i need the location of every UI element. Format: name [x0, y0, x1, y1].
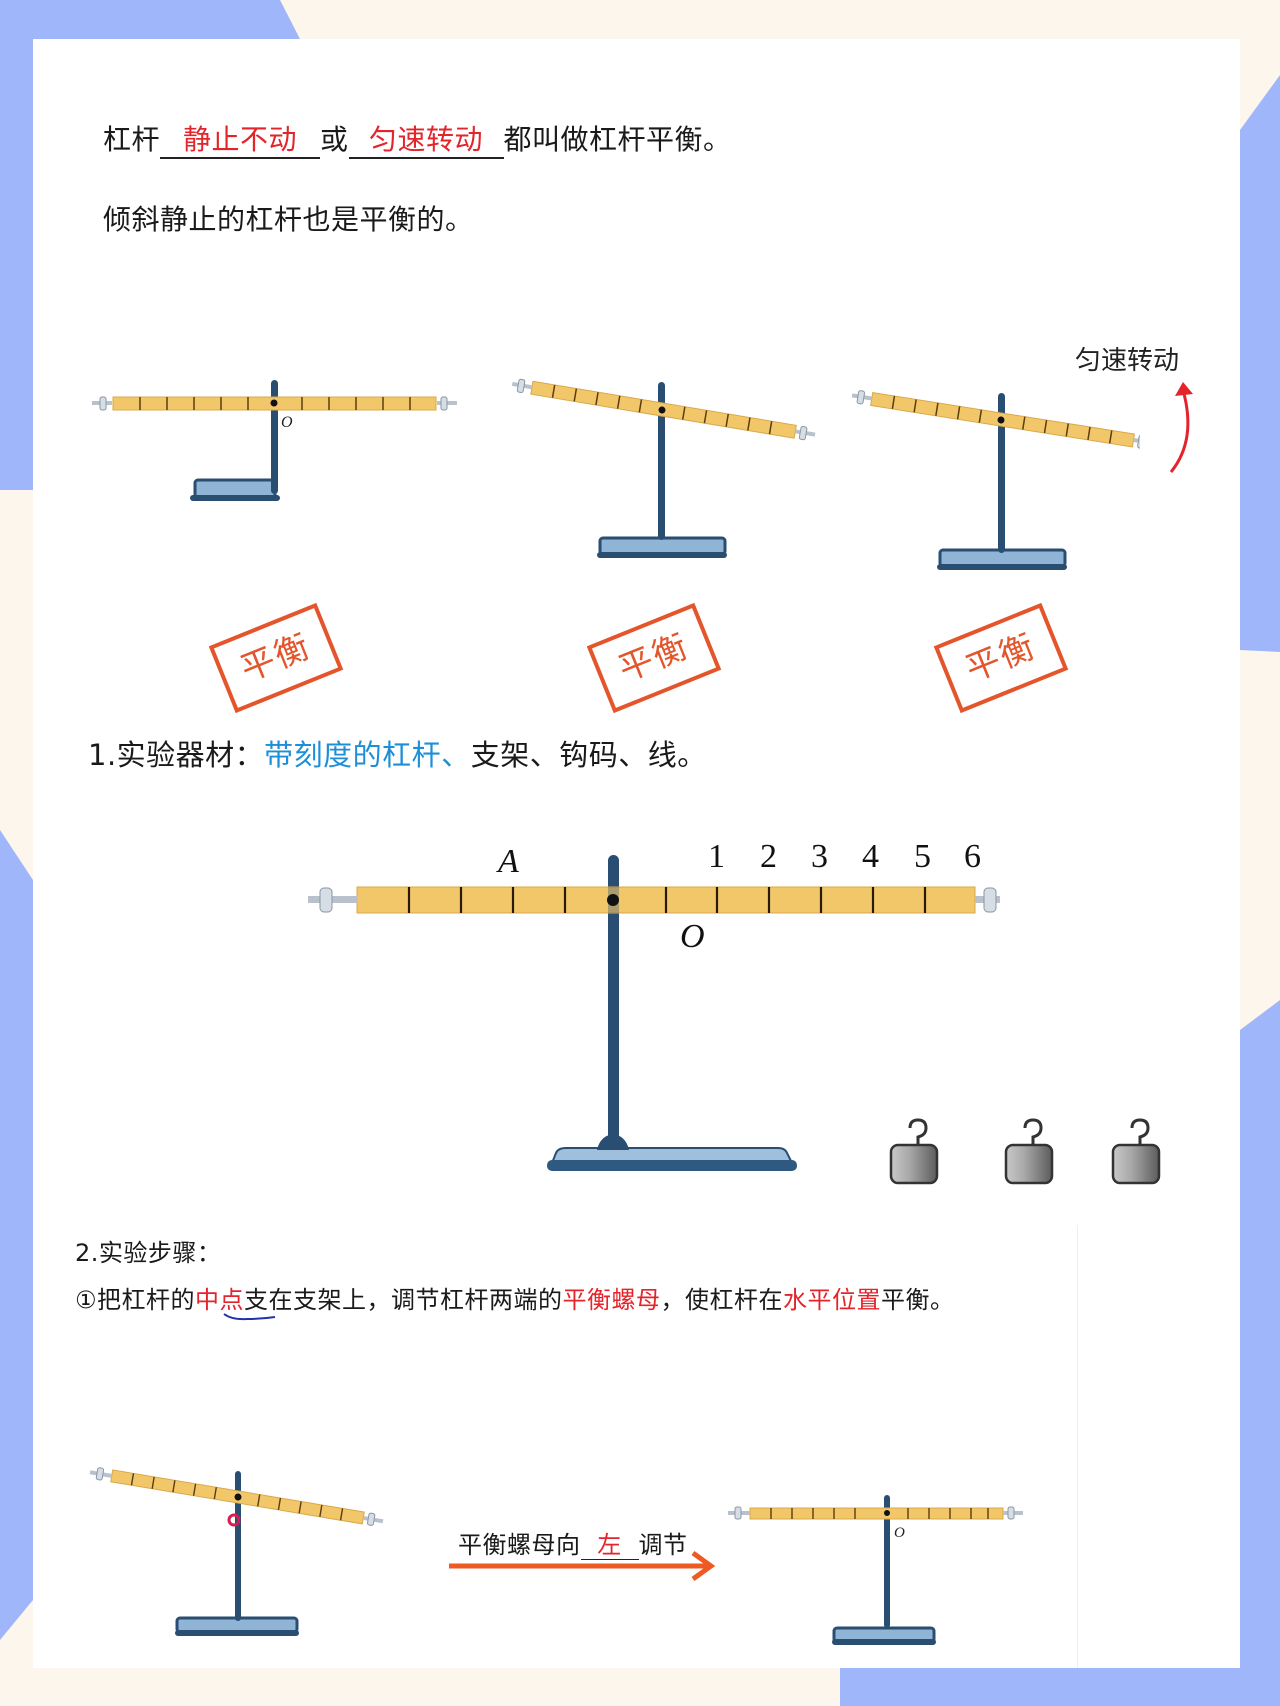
text-or: 或 — [320, 123, 349, 156]
scale-mark-1: 1 — [708, 838, 725, 875]
highlight-midpoint: 中点 — [195, 1286, 245, 1314]
rotation-label: 匀速转动 — [1075, 346, 1180, 376]
step-text: 平衡。 — [881, 1286, 955, 1314]
materials-label: 1.实验器材： — [88, 738, 265, 772]
adjust-instruction: 平衡螺母向左调节 — [458, 1525, 688, 1560]
highlight-balance-nut: 平衡螺母 — [562, 1286, 661, 1314]
point-a-label: A — [498, 843, 519, 880]
blank-2: 匀速转动 — [348, 123, 504, 159]
lever-horizontal: O — [92, 380, 457, 501]
section1-heading: 1.实验器材：带刻度的杠杆、支架、钩码、线。 — [88, 732, 707, 774]
adjust-blank: 左 — [580, 1531, 639, 1560]
section2-heading: 2.实验步骤： — [75, 1239, 222, 1267]
lever-balanced: O — [728, 1495, 1023, 1645]
scale-mark-6: 6 — [964, 838, 981, 875]
pivot-o-label: O — [894, 1525, 905, 1541]
highlight-horizontal: 水平位置 — [783, 1286, 882, 1314]
lever-rotating — [851, 390, 1140, 570]
scale-mark-2: 2 — [760, 838, 777, 875]
materials-rest: 支架、钩码、线。 — [470, 738, 707, 772]
scale-mark-4: 4 — [862, 838, 879, 875]
hook-weights — [889, 1118, 1161, 1185]
curved-up-arrow-icon — [1169, 382, 1193, 473]
step-text: ，使杠杆在 — [660, 1286, 784, 1314]
step-text: 把杠杆的 — [97, 1286, 196, 1314]
divider-vertical — [1077, 1225, 1078, 1668]
handwritten-underline — [223, 1313, 276, 1321]
adjust-suffix: 调节 — [638, 1531, 688, 1559]
materials-highlight: 带刻度的杠杆、 — [264, 738, 471, 772]
step-bullet: ① — [75, 1286, 98, 1314]
text-suffix: 都叫做杠杆平衡。 — [503, 123, 732, 156]
weight-icon — [889, 1118, 939, 1185]
answer-static: 静止不动 — [183, 123, 298, 156]
tilted-note: 倾斜静止的杠杆也是平衡的。 — [103, 203, 474, 236]
graduated-lever-diagram — [308, 855, 1000, 1171]
worksheet-page — [33, 39, 1240, 1668]
answer-uniform-rotation: 匀速转动 — [369, 123, 484, 156]
text-lever: 杠杆 — [103, 123, 161, 156]
step-text: 支在支架上，调节杠杆两端的 — [244, 1286, 563, 1314]
lever-tilted — [511, 378, 816, 558]
lever-unbalanced — [89, 1467, 384, 1636]
scale-mark-3: 3 — [811, 838, 828, 875]
blank-1: 静止不动 — [160, 123, 321, 159]
scale-mark-5: 5 — [914, 838, 931, 875]
definition-line: 杠杆静止不动或匀速转动都叫做杠杆平衡。 — [103, 118, 732, 159]
pivot-o-label: O — [680, 918, 705, 955]
svg-text:O: O — [281, 414, 293, 431]
right-arrow-icon — [449, 1550, 716, 1582]
adjust-prefix: 平衡螺母向 — [458, 1531, 581, 1559]
weight-icon — [1004, 1118, 1054, 1185]
step1-instruction: ①把杠杆的中点支在支架上，调节杠杆两端的平衡螺母，使杠杆在水平位置平衡。 — [75, 1280, 955, 1315]
adjust-answer: 左 — [597, 1531, 622, 1559]
weight-icon — [1111, 1118, 1161, 1185]
